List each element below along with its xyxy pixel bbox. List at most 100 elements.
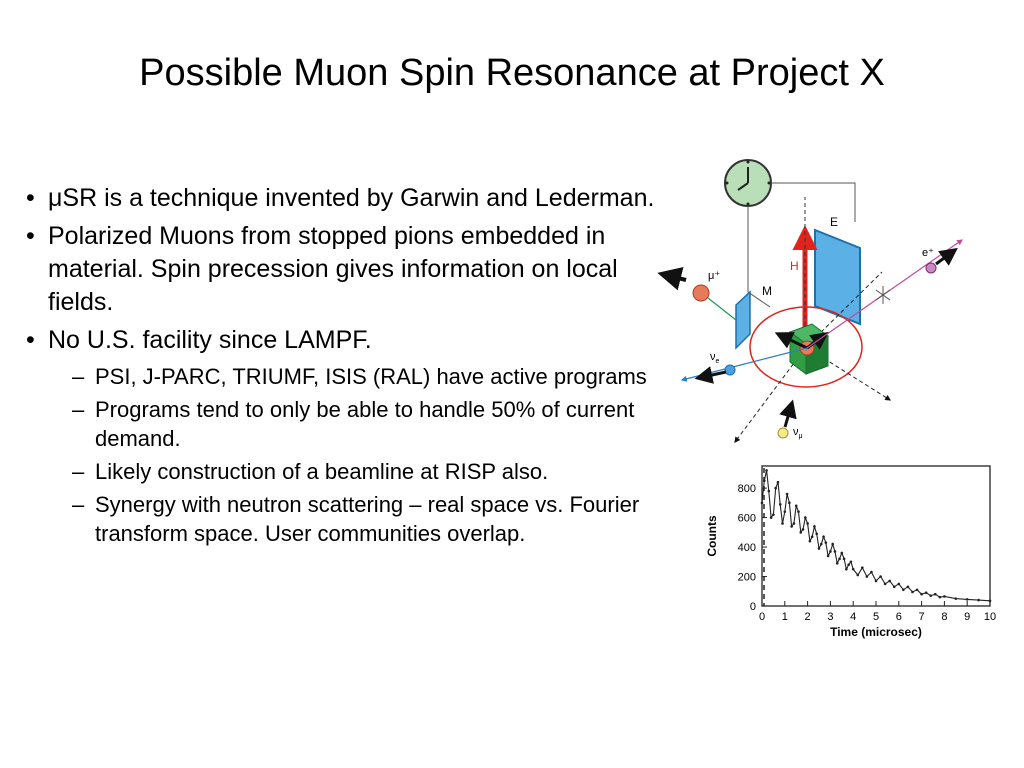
data-point — [879, 575, 882, 578]
data-point — [819, 542, 823, 546]
data-point — [778, 503, 782, 506]
data-point — [797, 510, 800, 513]
data-point — [765, 469, 768, 472]
data-point — [829, 550, 832, 553]
data-point — [845, 567, 848, 571]
positron-particle — [925, 247, 958, 274]
data-point — [767, 489, 771, 493]
muon-neutrino-particle — [777, 399, 797, 439]
data-point — [824, 541, 828, 544]
data-point — [801, 528, 805, 531]
bullet-item: •μSR is a technique invented by Garwin a… — [20, 182, 660, 215]
x-tick-label: 7 — [919, 611, 925, 623]
sub-bullet-text: PSI, J-PARC, TRIUMF, ISIS (RAL) have act… — [95, 364, 647, 389]
data-point — [838, 557, 841, 561]
bullet-marker: • — [26, 222, 35, 250]
sub-bullet-text: Likely construction of a beamline at RIS… — [95, 459, 549, 484]
data-point — [920, 592, 923, 596]
label-nu-mu: νμ — [793, 426, 803, 440]
bullet-text: Polarized Muons from stopped pions embed… — [48, 222, 618, 316]
sample-cube — [788, 323, 830, 375]
bullet-item: •No U.S. facility since LAMPF. — [20, 324, 660, 357]
data-point — [774, 486, 777, 490]
data-point — [776, 480, 780, 484]
x-tick-label: 10 — [984, 611, 996, 623]
data-point — [938, 595, 942, 599]
data-point — [831, 542, 834, 546]
data-point — [790, 525, 793, 528]
data-point — [785, 492, 789, 496]
x-axis-label: Time (microsec) — [830, 625, 922, 639]
data-point — [833, 550, 837, 553]
data-point — [888, 579, 891, 583]
plot-frame — [761, 465, 991, 607]
sub-bullet-item: –Likely construction of a beamline at RI… — [20, 457, 660, 486]
label-e: E — [830, 215, 838, 229]
x-tick-label: 2 — [805, 611, 811, 623]
data-point — [810, 535, 814, 539]
y-tick-label: 0 — [750, 601, 756, 613]
data-point — [806, 522, 809, 525]
data-point — [965, 598, 969, 601]
data-point — [906, 585, 910, 589]
data-point — [933, 592, 937, 596]
data-point — [792, 522, 796, 525]
sub-bullet-item: –PSI, J-PARC, TRIUMF, ISIS (RAL) have ac… — [20, 362, 660, 391]
data-point — [835, 561, 839, 565]
y-tick-label: 800 — [738, 483, 756, 495]
data-point — [804, 516, 807, 519]
y-tick-label: 200 — [738, 572, 756, 584]
data-point — [911, 590, 914, 594]
data-point — [861, 566, 864, 569]
x-tick-label: 0 — [759, 611, 765, 623]
electron-neutrino-particle — [694, 364, 736, 384]
data-point — [902, 588, 905, 592]
data-point — [865, 575, 869, 578]
data-point — [870, 570, 873, 574]
x-tick-label: 3 — [827, 611, 833, 623]
precession-orbit — [749, 306, 863, 388]
bullet-list: •μSR is a technique invented by Garwin a… — [20, 182, 660, 552]
x-tick-label: 6 — [896, 611, 902, 623]
x-tick-label: 4 — [850, 611, 856, 623]
bullet-text: No U.S. facility since LAMPF. — [48, 326, 372, 354]
sub-bullet-text: Programs tend to only be able to handle … — [95, 397, 635, 451]
musr-apparatus-diagram: E H M μ⁺ e⁺ νe — [657, 159, 963, 443]
label-h: H — [790, 259, 799, 273]
data-point — [988, 599, 992, 603]
data-point — [915, 588, 919, 592]
data-point — [851, 567, 855, 571]
data-point — [840, 551, 844, 555]
bullet-text: SR is a technique invented by Garwin and… — [62, 184, 655, 212]
data-point — [794, 504, 798, 508]
data-point — [783, 510, 787, 513]
sub-bullet-item: –Programs tend to only be able to handle… — [20, 395, 660, 453]
label-e-plus: e⁺ — [922, 247, 934, 259]
data-point — [874, 579, 878, 583]
slide-title: Possible Muon Spin Resonance at Project … — [139, 52, 885, 94]
data-point — [813, 525, 816, 528]
data-point — [772, 513, 775, 516]
data-point — [943, 595, 946, 598]
data-point — [817, 547, 821, 550]
data-point — [849, 560, 853, 564]
data-point — [822, 535, 825, 539]
detector-hit-icon — [875, 286, 891, 304]
label-nu-e: νe — [710, 351, 720, 365]
data-point — [892, 585, 896, 589]
y-axis-label: Counts — [705, 515, 719, 557]
sub-bullet-marker: – — [72, 364, 85, 389]
label-m: M — [762, 284, 772, 298]
muon-particle — [657, 267, 737, 321]
data-point — [924, 591, 928, 595]
data-point — [897, 582, 901, 586]
sub-bullet-marker: – — [72, 459, 85, 484]
data-point — [929, 594, 933, 597]
bullet-marker: • — [26, 184, 35, 212]
moderator-plate — [735, 290, 751, 350]
data-point — [781, 522, 784, 525]
data-point — [883, 582, 887, 586]
x-tick-label: 8 — [941, 611, 947, 623]
clock-icon — [724, 159, 772, 207]
